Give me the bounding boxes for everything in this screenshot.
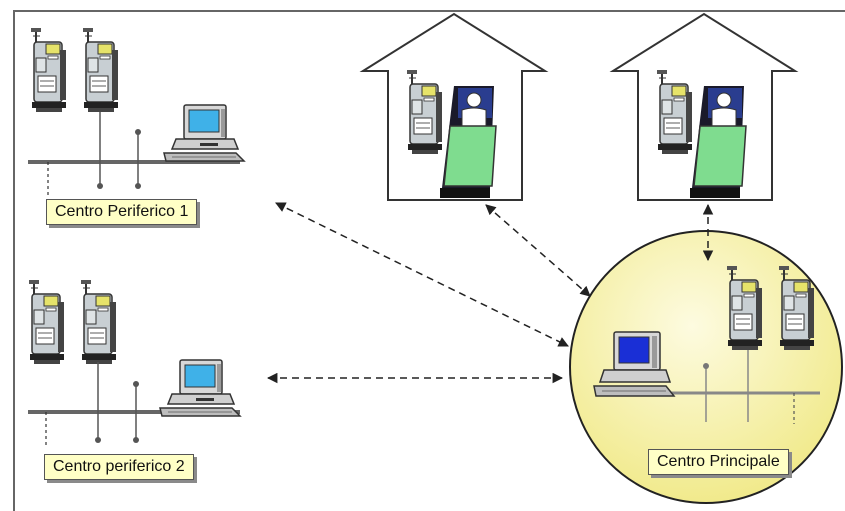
computer-icon — [593, 331, 676, 397]
centro-periferico-1-label: Centro Periferico 1 — [46, 199, 198, 225]
dialysis-machine-icon — [80, 279, 117, 365]
dialysis-machine-icon — [30, 27, 67, 113]
dialysis-machine-icon — [82, 27, 119, 113]
centro-principale-label: Centro Principale — [648, 449, 789, 475]
centro-periferico-1-network — [28, 27, 245, 196]
centro-periferico-2-label: Centro periferico 2 — [44, 454, 194, 480]
centro-periferico-2-network — [28, 279, 241, 446]
computer-icon — [159, 359, 241, 417]
bidirectional-dashed-arrow — [275, 202, 569, 347]
centro-principale — [569, 230, 843, 504]
home-dialysis-2 — [609, 12, 799, 201]
connections — [266, 202, 714, 384]
computer-icon — [163, 104, 245, 162]
frame-line — [13, 10, 845, 511]
dialysis-machine-icon — [28, 279, 65, 365]
home-dialysis-1 — [359, 12, 549, 201]
bidirectional-dashed-arrow — [485, 204, 591, 297]
